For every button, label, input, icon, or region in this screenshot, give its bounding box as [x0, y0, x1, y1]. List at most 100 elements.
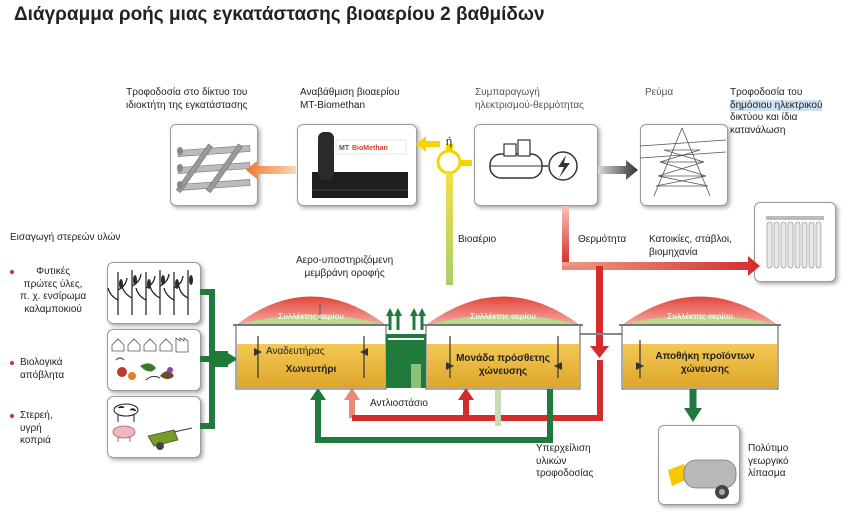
power-pylon-box — [640, 124, 728, 206]
public-grid-label: Τροφοδοσία του δημόσιου ηλεκτρικού δικτύ… — [730, 87, 823, 137]
manure-line-2: υγρή — [20, 422, 42, 434]
heat-label: Θερμότητα — [578, 234, 627, 245]
manure-label: Στερεή, υγρή κοπριά — [20, 410, 53, 448]
upgrade-line-2: MT-Biomethan — [300, 99, 366, 111]
corn-plants-icon — [107, 270, 189, 315]
recirc-arrowhead-1 — [344, 388, 360, 400]
energy-crops-label: Φυτικές πρώτες ύλες, π. χ. ενσίρωμα καλα… — [20, 266, 86, 316]
digester-tank — [233, 296, 389, 390]
fertilizer-line-3: λίπασμα — [748, 468, 786, 479]
feed-line-2: υλικών — [536, 455, 567, 467]
chp-line-1: Συμπαραγωγή — [475, 87, 540, 98]
radiator-icon — [766, 216, 824, 269]
gas-collector-label-3: Συλλέκτης αερίου — [667, 311, 733, 321]
upgrade-line-1: Αναβάθμιση βιοαερίου — [300, 87, 400, 98]
biogas-label: Βιοαέριο — [458, 234, 497, 245]
agitator-label: Αναδευτήρας — [266, 346, 325, 357]
gas-collector-label-1: Συλλέκτης αερίου — [278, 311, 344, 321]
biogas-riser-line — [446, 173, 453, 285]
power-arrow — [598, 160, 638, 180]
pump-house — [386, 308, 426, 388]
post-digester-tank — [423, 296, 583, 390]
upgrade-plant-icon — [312, 132, 408, 198]
storage-label: Αποθήκη προϊόντων χώνευσης — [632, 350, 778, 376]
membrane-label: Αερο-υποστηριζόμενη μεμβράνη οροφής — [296, 255, 393, 280]
storage-line-1: Αποθήκη προϊόντων — [655, 351, 755, 362]
bullet-icon — [10, 361, 14, 365]
power-pylon-icon — [639, 127, 727, 197]
fertilizer-line-2: γεωργικό — [748, 455, 789, 467]
valve-icon — [436, 149, 462, 175]
bio-waste-icon — [111, 337, 189, 381]
upgrade-to-grid-arrow — [246, 160, 296, 180]
chp-engine-icon — [489, 139, 578, 181]
logo-brand-text: BioMethan — [352, 145, 388, 152]
heat-to-storage-arrowhead — [590, 346, 609, 358]
storage-tank — [619, 296, 781, 390]
public-grid-line-3: δικτύου και ίδια — [730, 112, 798, 123]
green-return-arrowhead — [310, 388, 326, 400]
bullet-icon — [10, 270, 14, 274]
crops-input-arrow — [200, 289, 228, 357]
energy-crops-line-4: καλαμποκιού — [24, 303, 82, 315]
chp-label: Συμπαραγωγή ηλεκτρισμού-θερμότητας — [475, 87, 584, 112]
heat-users-label: Κατοικίες, στάβλοι, βιομηχανία — [649, 234, 732, 259]
grid-owner-label: Τροφοδοσία στο δίκτυο του ιδιοκτήτη της … — [126, 87, 248, 112]
feed-overflow-label: Υπερχείλιση υλικών τροφοδοσίας — [536, 443, 593, 481]
solid-input-heading: Εισαγωγή στερεών υλών — [10, 232, 121, 243]
manure-line-1: Στερεή, — [20, 410, 53, 421]
public-grid-line-2-highlighted: δημόσιου ηλεκτρικού — [730, 99, 823, 111]
gas-pipes-icon — [175, 143, 251, 194]
heat-users-line-1: Κατοικίες, στάβλοι, — [649, 234, 732, 245]
fertilizer-label: Πολύτιμο γεωργικό λίπασμα — [748, 443, 789, 481]
logo-mt-text: MT — [339, 145, 350, 152]
green-return-loop — [315, 380, 553, 443]
energy-crops-line-2: πρώτες ύλες, — [23, 278, 83, 290]
pump-station-label: Αντλιοστάσιο — [370, 398, 428, 409]
heat-to-users-arrow — [562, 256, 760, 276]
post-digester-line-1: Μονάδα πρόσθετης — [456, 353, 550, 364]
bullet-icon — [10, 414, 14, 418]
public-grid-line-1: Τροφοδοσία του — [730, 87, 803, 98]
manure-icon — [112, 403, 193, 450]
public-grid-line-4: κατανάλωση — [730, 124, 786, 136]
biogas-riser-top — [446, 144, 453, 152]
manure-line-3: κοπριά — [20, 435, 51, 446]
energy-crops-line-1: Φυτικές — [36, 266, 71, 277]
grid-owner-line-1: Τροφοδοσία στο δίκτυο του — [126, 87, 248, 98]
heat-users-line-2: βιομηχανία — [649, 246, 698, 258]
bio-waste-label: Βιολογικά απόβλητα — [20, 357, 64, 382]
digester-label: Χωνευτήρι — [285, 364, 337, 375]
energy-crops-line-3: π. χ. ενσίρωμα — [20, 291, 87, 302]
heat-down-line — [562, 206, 569, 264]
digestate-out-arrowhead — [684, 408, 702, 422]
feed-line-1: Υπερχείλιση — [536, 443, 591, 454]
post-digester-line-2: χώνευσης — [478, 366, 528, 377]
corn-cobs-icon — [119, 275, 193, 289]
fertilizer-line-1: Πολύτιμο — [748, 443, 789, 454]
heat-branch-line — [562, 266, 602, 270]
page-title: Διάγραμμα ροής μιας εγκατάστασης βιοαερί… — [14, 4, 545, 25]
upgrade-label: Αναβάθμιση βιοαερίου MT-Biomethan — [300, 87, 400, 112]
storage-line-2: χώνευσης — [680, 364, 730, 375]
membrane-line-1: Αερο-υποστηριζόμενη — [296, 255, 394, 266]
power-label: Ρεύμα — [645, 87, 674, 98]
recirc-arrowhead-2 — [458, 388, 474, 400]
bio-waste-line-1: Βιολογικά — [20, 357, 63, 368]
heat-to-storage-line — [596, 266, 603, 350]
input-arrowhead — [226, 352, 238, 366]
post-digester-label: Μονάδα πρόσθετης χώνευσης — [426, 352, 580, 378]
heat-loop-line — [352, 360, 603, 421]
chp-line-2: ηλεκτρισμού-θερμότητας — [475, 99, 584, 111]
biogas-to-upgrade-arrowhead — [416, 136, 426, 152]
bio-waste-line-2: απόβλητα — [20, 369, 65, 381]
tanker-icon — [668, 459, 737, 499]
grid-owner-line-2: ιδιοκτήτη της εγκατάστασης — [126, 99, 248, 111]
efficiency-label: ή — [445, 136, 453, 148]
membrane-line-2: μεμβράνη οροφής — [304, 267, 385, 279]
manure-input-arrow — [200, 361, 228, 429]
feed-line-3: τροφοδοσίας — [536, 468, 594, 479]
gas-collector-label-2: Συλλέκτης αερίου — [470, 311, 536, 321]
